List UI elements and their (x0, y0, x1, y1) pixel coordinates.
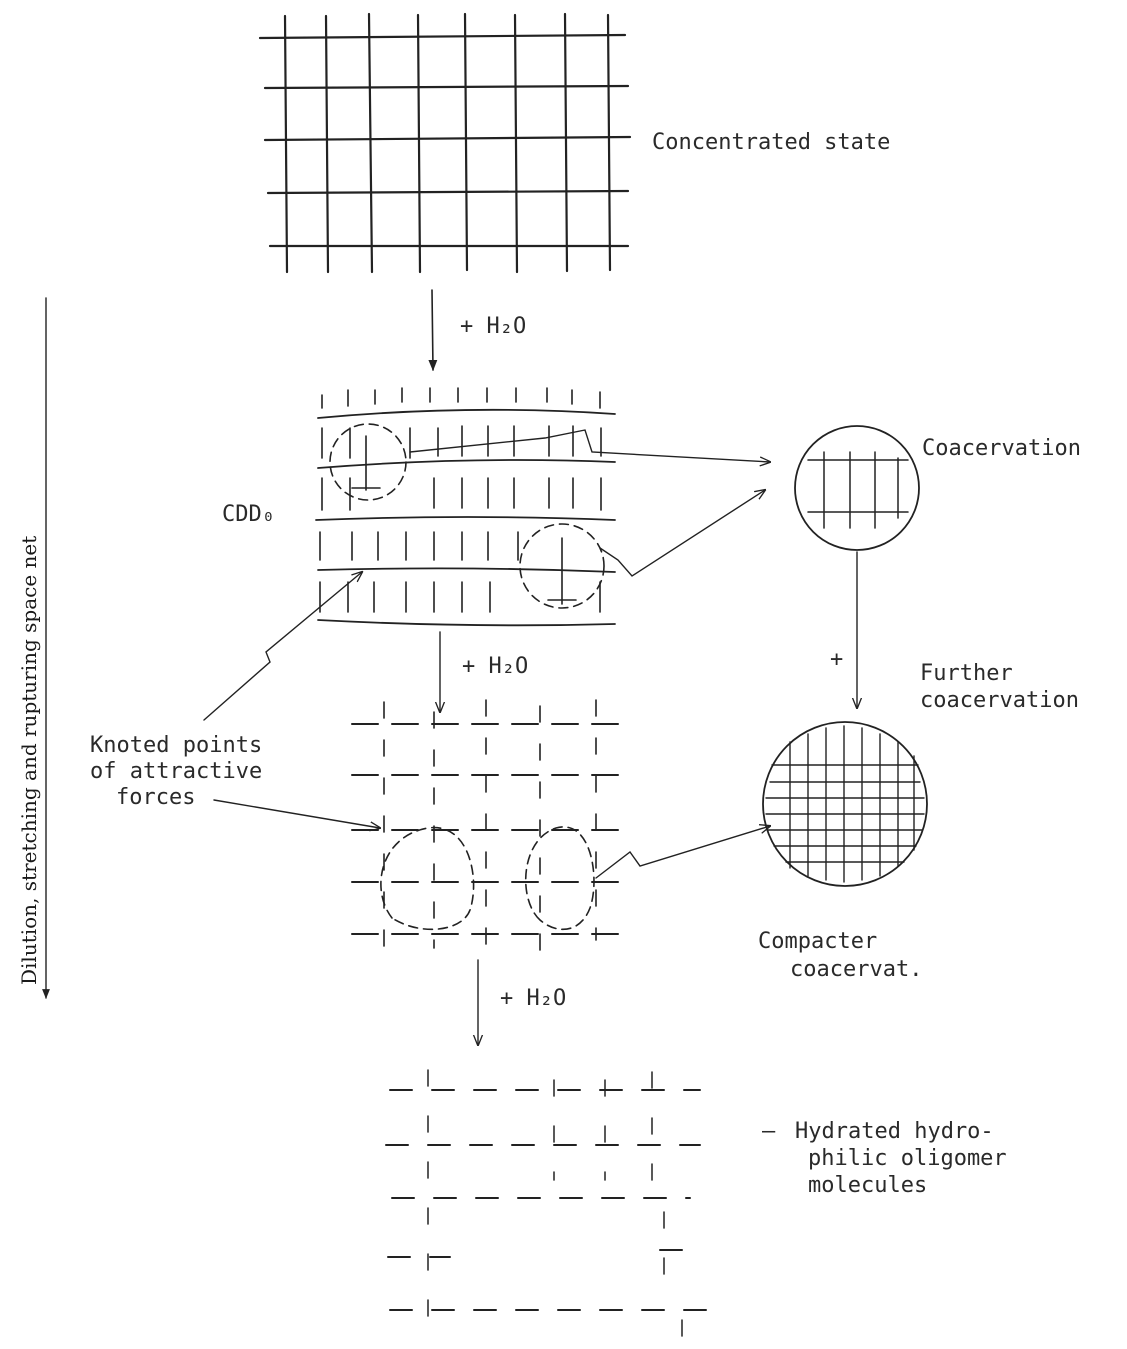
knot-circle-diluted-1 (381, 828, 474, 930)
label-cdd0: CDD₀ (222, 502, 275, 527)
arrow-cdd0-to-coacervation-2 (600, 490, 765, 576)
arrow-knoted-to-cdd0 (204, 572, 362, 720)
diluted-grid-verticals (384, 700, 596, 952)
oligomer-fragments-verticals (428, 1070, 682, 1345)
water-label-1: + H₂O (460, 314, 526, 339)
label-plus: + (830, 647, 843, 672)
label-compacter-line2: coacervat. (790, 957, 922, 982)
water-label-2: + H₂O (462, 654, 528, 679)
label-compacter-line1: Compacter (758, 929, 877, 954)
label-knoted-line1: Knoted points (90, 733, 262, 758)
diluted-grid (352, 724, 632, 934)
label-hydrated-line2: philic oligomer (808, 1146, 1007, 1171)
label-hydrated-dash: — (762, 1119, 776, 1144)
label-hydrated-line3: molecules (808, 1173, 927, 1198)
cdd0-grid (316, 388, 615, 625)
water-arrow-1 (432, 290, 433, 370)
label-knoted-line2: of attractive (90, 759, 262, 784)
coacervation-circle (795, 426, 919, 550)
knot-circle-diluted-2 (526, 827, 594, 929)
arrow-cdd0-to-coacervation-1 (410, 430, 770, 462)
water-label-3: + H₂O (500, 986, 566, 1011)
dilution-axis-label: Dilution, stretching and rupturing space… (17, 536, 41, 985)
arrow-knoted-to-diluted (214, 800, 380, 828)
label-hydrated-line1: Hydrated hydro- (795, 1119, 994, 1144)
label-coacervation: Coacervation (922, 436, 1081, 461)
label-further-line2: coacervation (920, 688, 1079, 713)
label-knoted-line3: forces (116, 785, 195, 810)
label-further-line1: Further (920, 661, 1013, 686)
concentrated-grid (260, 14, 630, 272)
label-concentrated-state: Concentrated state (652, 130, 890, 155)
compacter-circle (763, 722, 927, 886)
oligomer-fragments (386, 1090, 712, 1310)
arrow-diluted-to-compacter (596, 826, 770, 878)
